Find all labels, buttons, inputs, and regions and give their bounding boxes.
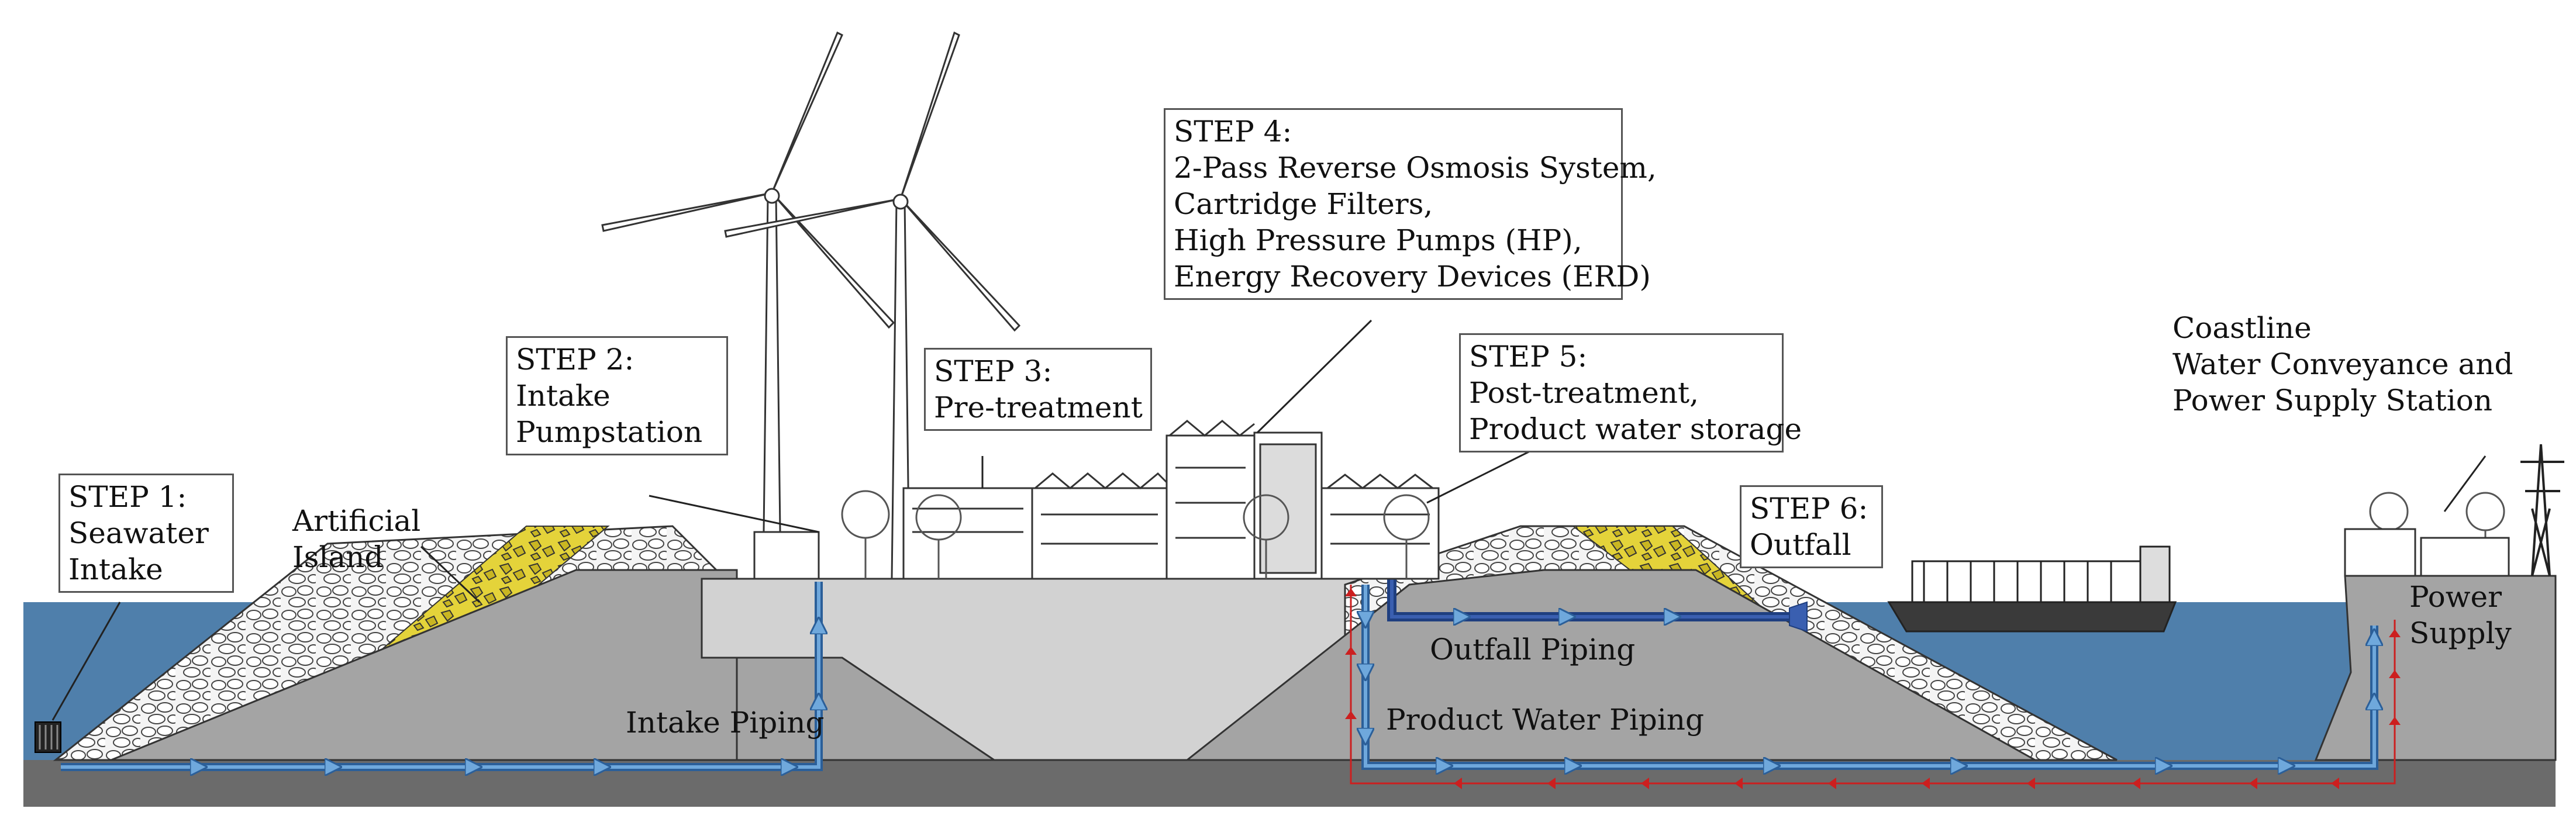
artificial-island-label-line-2: Island: [292, 540, 384, 574]
step6-callout: STEP 6: Outfall: [1740, 485, 1883, 568]
power-supply-label: Power Supply: [2409, 579, 2512, 651]
step1-leader-line: [51, 602, 121, 721]
step6-line-1: STEP 6:: [1750, 492, 1868, 526]
power-supply-line: [1345, 585, 2401, 789]
step4-line-2: 2-Pass Reverse Osmosis System,: [1174, 151, 1657, 185]
coastline-station-label-line-2: Water Conveyance and: [2172, 347, 2513, 381]
step2-line-2: Intake: [516, 379, 611, 413]
intake-screen-icon: [35, 721, 61, 753]
step5-callout: STEP 5: Post-treatment, Product water st…: [1459, 333, 1802, 452]
step4-line-4: High Pressure Pumps (HP),: [1174, 223, 1582, 257]
step1-callout: STEP 1: Seawater Intake: [58, 474, 234, 593]
step1-line-2: Seawater: [68, 516, 209, 550]
step4-line-5: Energy Recovery Devices (ERD): [1174, 260, 1651, 293]
intake-piping-label: Intake Piping: [626, 704, 824, 741]
coastline-station-buildings: [2344, 528, 2510, 577]
outfall-piping-label-text: Outfall Piping: [1430, 633, 1636, 666]
step4-line-1: STEP 4:: [1174, 115, 1292, 148]
coastline-station-label-line-3: Power Supply Station: [2172, 384, 2493, 417]
artificial-island-label-line-1: Artificial: [292, 504, 421, 538]
step2-line-3: Pumpstation: [516, 415, 703, 449]
artificial-island-label: Artificial Island: [292, 503, 420, 575]
step3-line-2: Pre-treatment: [934, 391, 1143, 424]
step1-line-3: Intake: [68, 552, 163, 586]
step6-line-2: Outfall: [1750, 528, 1851, 562]
product-water-piping-label-text: Product Water Piping: [1386, 703, 1705, 737]
leader-lines: [420, 319, 2487, 603]
wind-turbine-icon: [601, 31, 895, 580]
central-wedge-left: [736, 657, 997, 761]
step1-line-1: STEP 1:: [68, 480, 187, 514]
step4-line-3: Cartridge Filters,: [1174, 187, 1433, 221]
power-pylon-icon: [2520, 444, 2564, 576]
step2-line-1: STEP 2:: [516, 343, 634, 376]
power-supply-label-line-1: Power: [2409, 580, 2502, 614]
coastline-station-label-line-1: Coastline: [2172, 311, 2312, 345]
outfall-piping: [1387, 576, 1808, 633]
step3-line-1: STEP 3:: [934, 354, 1053, 388]
power-supply-label-line-2: Supply: [2409, 616, 2512, 650]
product-water-piping: [1365, 585, 2374, 766]
coastline-station-label: Coastline Water Conveyance and Power Sup…: [2172, 310, 2513, 419]
product-water-piping-label: Product Water Piping: [1386, 702, 1704, 738]
intake-piping-label-text: Intake Piping: [626, 706, 825, 740]
step5-line-3: Product water storage: [1469, 412, 1802, 446]
outfall-piping-label: Outfall Piping: [1430, 631, 1635, 668]
step5-line-1: STEP 5:: [1469, 340, 1588, 374]
step4-callout: STEP 4: 2-Pass Reverse Osmosis System, C…: [1164, 108, 1657, 300]
left-island-core: [111, 569, 738, 761]
wind-turbine-icon: [724, 31, 1021, 580]
plant-buildings: [902, 420, 1440, 580]
step5-line-2: Post-treatment,: [1469, 376, 1699, 410]
intake-piping: [61, 582, 819, 767]
step2-callout: STEP 2: Intake Pumpstation: [506, 336, 728, 455]
ship-icon: [1887, 545, 2177, 633]
pumpstation-building: [753, 531, 820, 580]
step3-callout: STEP 3: Pre-treatment: [924, 348, 1152, 431]
